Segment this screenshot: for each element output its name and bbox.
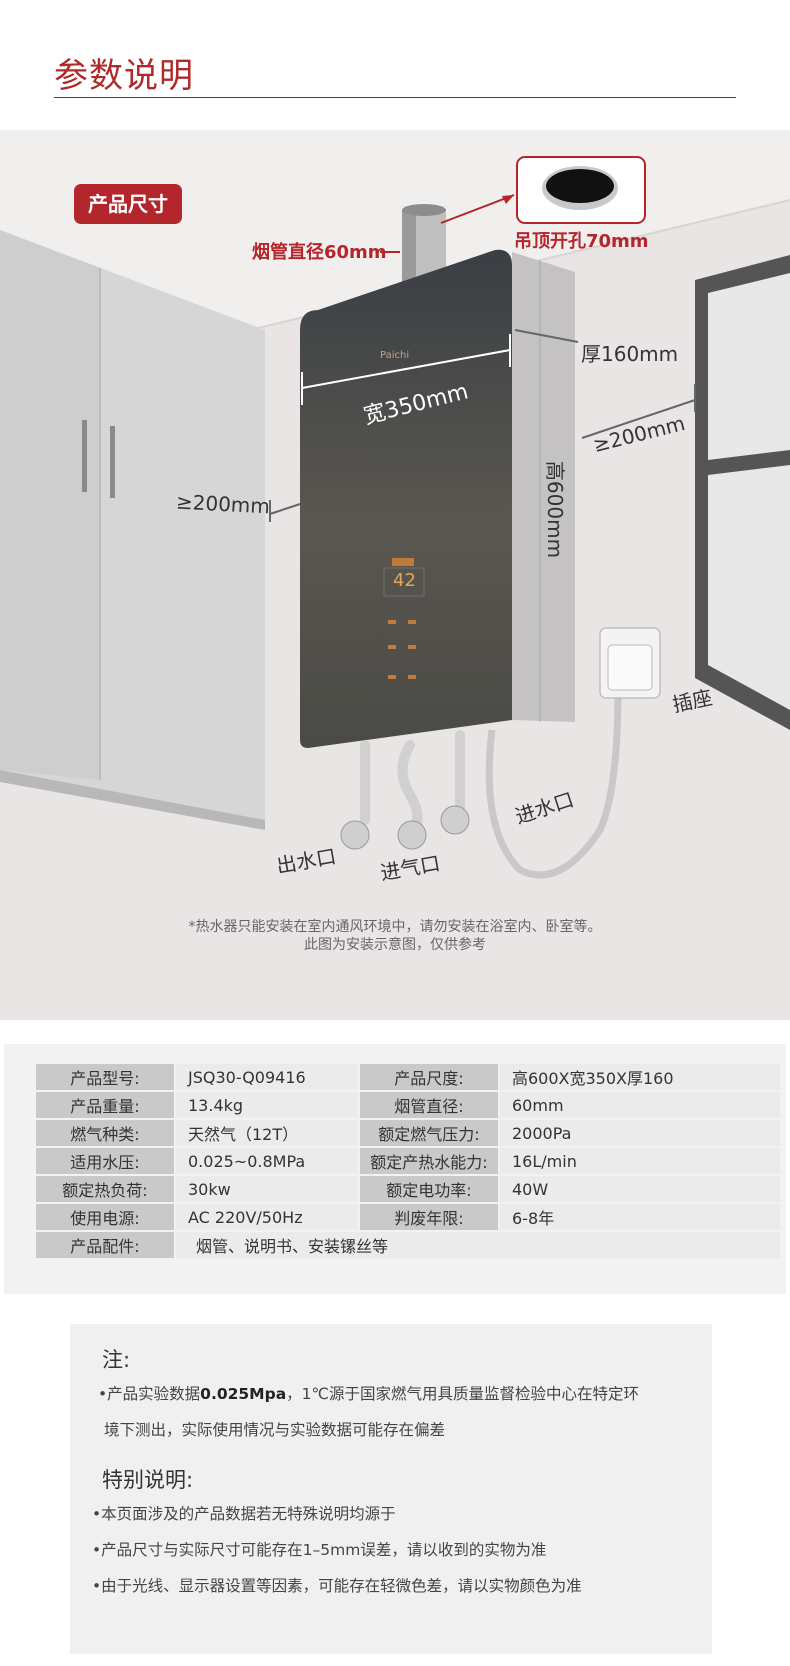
- title-divider: [54, 97, 736, 98]
- diagram-illustration: [0, 130, 790, 1020]
- spec-key: 产品重量:: [36, 1092, 174, 1118]
- spec-table: 产品型号: JSQ30-Q09416 产品尺度: 高600X宽350X厚160 …: [34, 1062, 782, 1260]
- flue-diameter-label: 烟管直径60mm: [252, 242, 387, 263]
- spec-key: 燃气种类:: [36, 1120, 174, 1146]
- spec-value: 40W: [500, 1176, 780, 1202]
- note-line1-post: ，1℃源于国家燃气用具质量监督检验中心在特定环: [286, 1385, 639, 1403]
- height-label: 高600mm: [543, 460, 568, 559]
- spec-value: 60mm: [500, 1092, 780, 1118]
- note-heading: 注:: [102, 1348, 131, 1372]
- spec-key: 烟管直径:: [360, 1092, 498, 1118]
- special-heading: 特别说明:: [102, 1468, 194, 1492]
- spec-value: AC 220V/50Hz: [176, 1204, 358, 1230]
- special-item: •由于光线、显示器设置等因素，可能存在轻微色差，请以实物颜色为准: [92, 1577, 582, 1595]
- spec-value: 2000Pa: [500, 1120, 780, 1146]
- spec-key: 额定燃气压力:: [360, 1120, 498, 1146]
- header: 参数说明: [0, 0, 790, 130]
- spec-key: 额定产热水能力:: [360, 1148, 498, 1174]
- spec-value: JSQ30-Q09416: [176, 1064, 358, 1090]
- ceiling-hole-label: 吊顶开孔70mm: [514, 231, 649, 252]
- note-line1: •产品实验数据0.025Mpa，1℃源于国家燃气用具质量监督检验中心在特定环: [98, 1382, 639, 1404]
- spec-key: 使用电源:: [36, 1204, 174, 1230]
- install-note-line2: 此图为安装示意图，仅供参考: [304, 937, 486, 953]
- table-row: 使用电源: AC 220V/50Hz 判废年限: 6-8年: [36, 1204, 780, 1230]
- special-item: •产品尺寸与实际尺寸可能存在1–5mm误差，请以收到的实物为准: [92, 1541, 547, 1559]
- brand-logo: Paichi: [380, 350, 410, 361]
- spec-key: 额定热负荷:: [36, 1176, 174, 1202]
- spec-value: 0.025~0.8MPa: [176, 1148, 358, 1174]
- table-row: 产品重量: 13.4kg 烟管直径: 60mm: [36, 1092, 780, 1118]
- spec-key: 产品尺度:: [360, 1064, 498, 1090]
- installation-diagram: 产品尺寸 烟管直径60mm 吊顶开孔70mm 厚160mm 宽350mm 高60…: [0, 130, 790, 1020]
- spec-value: 高600X宽350X厚160: [500, 1064, 780, 1090]
- page-title: 参数说明: [54, 56, 194, 96]
- product-size-badge: 产品尺寸: [74, 184, 182, 224]
- spec-value: 13.4kg: [176, 1092, 358, 1118]
- note-line1-pre: •产品实验数据: [98, 1385, 201, 1403]
- install-note-line1: *热水器只能安装在室内通风环境中，请勿安装在浴室内、卧室等。: [188, 919, 602, 935]
- spec-value: 30kw: [176, 1176, 358, 1202]
- thickness-label: 厚160mm: [581, 342, 679, 366]
- spec-key: 额定电功率:: [360, 1176, 498, 1202]
- spec-value: 6-8年: [500, 1204, 780, 1230]
- table-row: 产品配件: 烟管、说明书、安装镙丝等: [36, 1232, 780, 1258]
- window-frame: [695, 255, 790, 730]
- table-row: 燃气种类: 天然气（12T） 额定燃气压力: 2000Pa: [36, 1120, 780, 1146]
- table-row: 适用水压: 0.025~0.8MPa 额定产热水能力: 16L/min: [36, 1148, 780, 1174]
- spec-key: 产品配件:: [36, 1232, 174, 1258]
- display-readout: 42: [393, 570, 416, 591]
- table-row: 额定热负荷: 30kw 额定电功率: 40W: [36, 1176, 780, 1202]
- spec-key: 产品型号:: [36, 1064, 174, 1090]
- special-item: •本页面涉及的产品数据若无特殊说明均源于: [92, 1505, 396, 1523]
- table-row: 产品型号: JSQ30-Q09416 产品尺度: 高600X宽350X厚160: [36, 1064, 780, 1090]
- note-bold-value: 0.025Mpa: [200, 1385, 287, 1403]
- spec-value: 烟管、说明书、安装镙丝等: [176, 1232, 780, 1258]
- spec-key: 判废年限:: [360, 1204, 498, 1230]
- left-clearance-label: ≥200mm: [175, 489, 271, 519]
- note-line2: 境下测出，实际使用情况与实验数据可能存在偏差: [104, 1421, 446, 1439]
- spec-value: 16L/min: [500, 1148, 780, 1174]
- wall-cabinet: [0, 230, 265, 830]
- spec-section: 产品型号: JSQ30-Q09416 产品尺度: 高600X宽350X厚160 …: [4, 1044, 786, 1294]
- notes-section: 注: •产品实验数据0.025Mpa，1℃源于国家燃气用具质量监督检验中心在特定…: [70, 1324, 712, 1654]
- spec-value: 天然气（12T）: [176, 1120, 358, 1146]
- spec-key: 适用水压:: [36, 1148, 174, 1174]
